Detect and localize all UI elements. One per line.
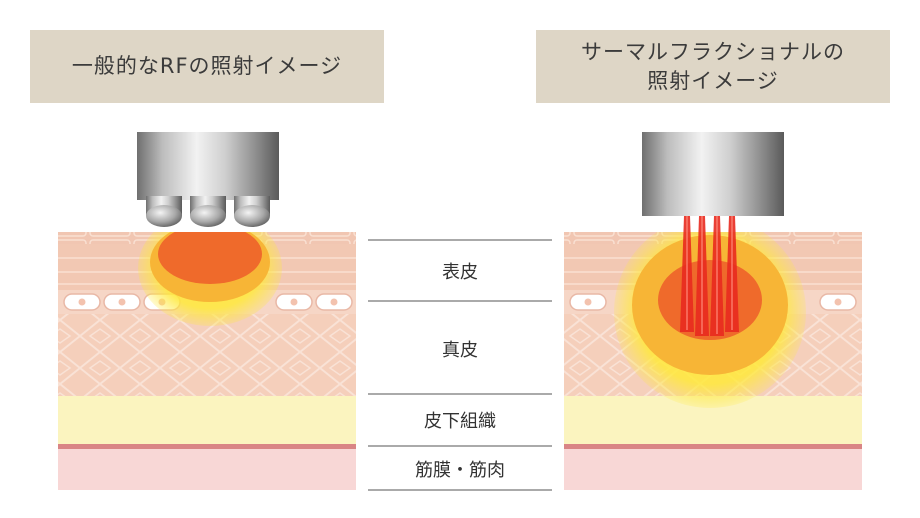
left-fascia <box>58 444 356 449</box>
right-skin-block <box>564 216 862 490</box>
layer-separators <box>368 239 552 491</box>
label-epidermis: 表皮 <box>442 262 478 283</box>
right-fascia <box>564 444 862 449</box>
right-heat-zone <box>614 232 806 408</box>
left-heat-zone <box>138 232 282 326</box>
left-muscle <box>58 449 356 490</box>
left-title-text: 一般的なRFの照射イメージ <box>71 54 343 78</box>
label-dermis: 真皮 <box>442 340 478 361</box>
left-subcutaneous <box>58 396 356 444</box>
right-title-line-1: サーマルフラクショナルの <box>581 39 845 64</box>
right-title-line-2: 照射イメージ <box>647 68 779 93</box>
left-panel-title: 一般的なRFの照射イメージ <box>30 30 384 103</box>
label-subcutaneous: 皮下組織 <box>424 411 496 432</box>
left-skin-block <box>58 232 356 490</box>
laser-beams <box>680 216 739 336</box>
label-fascia-muscle: 筋膜・筋肉 <box>415 460 505 481</box>
right-fractional-probe <box>642 132 784 216</box>
right-panel-title: サーマルフラクショナルの 照射イメージ <box>536 30 890 103</box>
left-dermis <box>58 314 356 396</box>
right-muscle <box>564 449 862 490</box>
left-rf-probe <box>137 132 279 227</box>
